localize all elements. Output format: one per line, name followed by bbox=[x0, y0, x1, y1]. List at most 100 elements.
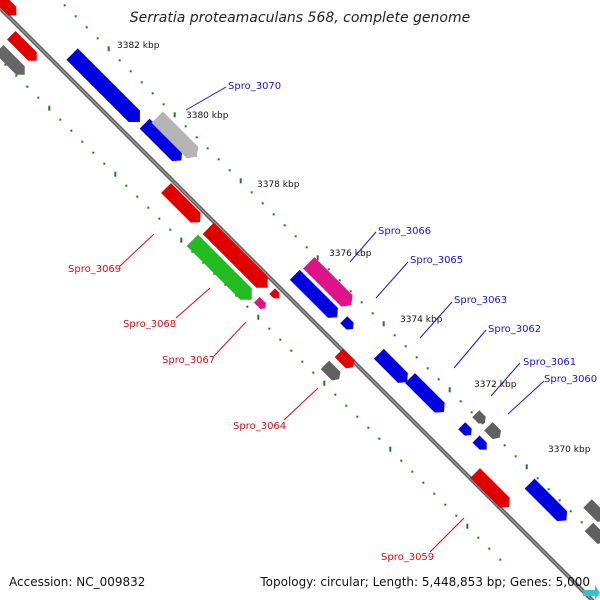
tick-dots bbox=[4, 4, 594, 561]
tick-dot bbox=[195, 136, 198, 139]
tick-dot bbox=[213, 272, 216, 275]
tick-dot bbox=[206, 147, 209, 150]
gene-labels: Spro_3070 Spro_3066 Spro_3065 Spro_3063 … bbox=[68, 81, 597, 563]
tick-dot bbox=[356, 415, 359, 418]
tick-dot bbox=[217, 158, 220, 161]
tick-dot bbox=[180, 237, 183, 243]
gene-arrow[interactable] bbox=[269, 288, 282, 301]
gene-arrow-spro-3071[interactable] bbox=[66, 48, 145, 127]
tick-dot bbox=[74, 15, 77, 18]
tick-dot bbox=[158, 217, 161, 220]
gene-label[interactable]: Spro_3067 bbox=[162, 355, 215, 366]
tick-dot bbox=[4, 63, 7, 66]
corner-arrow-icon[interactable] bbox=[583, 585, 600, 600]
tick-dot bbox=[525, 464, 528, 470]
gene-label[interactable]: Spro_3070 bbox=[228, 81, 281, 92]
tick-dot bbox=[272, 213, 275, 216]
gene-arrow[interactable] bbox=[0, 0, 21, 20]
gene-arrow[interactable] bbox=[0, 45, 29, 79]
tick-dot bbox=[301, 360, 304, 363]
tick-dot bbox=[477, 536, 480, 539]
gene-arrow-spro-3069[interactable] bbox=[161, 183, 205, 227]
tick-dot bbox=[415, 356, 418, 359]
tick-dot bbox=[228, 169, 231, 172]
tick-dot bbox=[514, 455, 517, 458]
kbp-label: 3378 kbp bbox=[257, 180, 300, 190]
gene-arrow-spro-3061[interactable] bbox=[458, 422, 474, 438]
tick-dot bbox=[261, 202, 264, 205]
gene-label[interactable]: Spro_3061 bbox=[523, 357, 576, 368]
tick-dot bbox=[470, 411, 473, 414]
tick-dot bbox=[162, 103, 165, 106]
gene-arrow-spro-3059[interactable] bbox=[470, 468, 514, 512]
gene-arrow[interactable] bbox=[524, 478, 572, 526]
tick-dot bbox=[191, 250, 194, 253]
gene-arrow[interactable] bbox=[7, 31, 41, 65]
gene-features bbox=[0, 0, 600, 547]
gene-label[interactable]: Spro_3064 bbox=[233, 421, 286, 432]
gene-arrow-grey[interactable] bbox=[484, 422, 504, 442]
tick-dot bbox=[444, 503, 447, 506]
tick-dot bbox=[360, 301, 363, 304]
tick-dot bbox=[129, 70, 132, 73]
tick-dot bbox=[279, 338, 282, 341]
gene-label[interactable]: Spro_3068 bbox=[123, 319, 176, 330]
gene-arrow-spro-3067[interactable] bbox=[253, 296, 268, 311]
gene-arrow-spro-3062[interactable] bbox=[405, 373, 449, 417]
tick-dot bbox=[305, 246, 308, 249]
gene-arrow-spro-3063[interactable] bbox=[373, 348, 412, 387]
gene-label[interactable]: Spro_3062 bbox=[488, 324, 541, 335]
tick-dot bbox=[323, 380, 326, 386]
tick-dot bbox=[151, 92, 154, 95]
tick-dot bbox=[448, 387, 451, 393]
tick-dot bbox=[481, 422, 484, 425]
gene-label[interactable]: Spro_3065 bbox=[410, 255, 463, 266]
gene-arrow-grey[interactable] bbox=[472, 410, 488, 426]
tick-dot bbox=[224, 283, 227, 286]
gene-label[interactable]: Spro_3069 bbox=[68, 264, 121, 275]
gene-arrow-spro-3068b[interactable] bbox=[202, 222, 274, 294]
gene-arrow[interactable] bbox=[583, 499, 600, 524]
topology-text: Topology: circular; Length: 5,448,853 bp… bbox=[259, 575, 590, 589]
tick-dot bbox=[382, 321, 385, 327]
tick-dot bbox=[70, 129, 73, 132]
tick-dot bbox=[235, 294, 238, 297]
tick-dot bbox=[294, 235, 297, 238]
tick-dot bbox=[92, 151, 95, 154]
tick-dot bbox=[136, 195, 139, 198]
tick-dot bbox=[173, 112, 176, 118]
gene-arrow-grey[interactable] bbox=[151, 111, 203, 163]
accession-text: Accession: NC_009832 bbox=[9, 575, 145, 589]
gene-arrow[interactable] bbox=[584, 522, 600, 547]
tick-dot bbox=[433, 492, 436, 495]
tick-dot bbox=[558, 499, 561, 502]
tick-dot bbox=[411, 470, 414, 473]
gene-arrow-small[interactable] bbox=[340, 316, 356, 332]
tick-dot bbox=[349, 290, 352, 293]
gene-arrow-spro-3070[interactable] bbox=[139, 118, 187, 166]
gene-label[interactable]: Spro_3060 bbox=[544, 374, 597, 385]
tick-dot bbox=[569, 510, 572, 513]
tick-dot bbox=[59, 118, 62, 121]
tick-dot bbox=[96, 37, 99, 40]
tick-dot bbox=[184, 125, 187, 128]
tick-dot bbox=[367, 426, 370, 429]
gene-arrow-spro-3065[interactable] bbox=[289, 269, 342, 322]
gene-arrow-spro-3066[interactable] bbox=[303, 257, 357, 311]
gene-label[interactable]: Spro_3059 bbox=[381, 552, 434, 563]
gene-label[interactable]: Spro_3066 bbox=[378, 226, 431, 237]
tick-dot bbox=[466, 523, 469, 529]
gene-label[interactable]: Spro_3063 bbox=[454, 295, 507, 306]
tick-dot bbox=[437, 378, 440, 381]
gene-arrow[interactable] bbox=[334, 348, 358, 372]
gene-arrow-spro-3064[interactable] bbox=[320, 360, 344, 384]
tick-dot bbox=[338, 279, 341, 282]
gene-arrow-spro-3060[interactable] bbox=[472, 435, 491, 454]
tick-dot bbox=[37, 96, 40, 99]
gene-arrow-spro-3068[interactable] bbox=[186, 234, 258, 306]
tick-dot bbox=[283, 224, 286, 227]
tick-dot bbox=[327, 268, 330, 271]
tick-dot bbox=[422, 481, 425, 484]
